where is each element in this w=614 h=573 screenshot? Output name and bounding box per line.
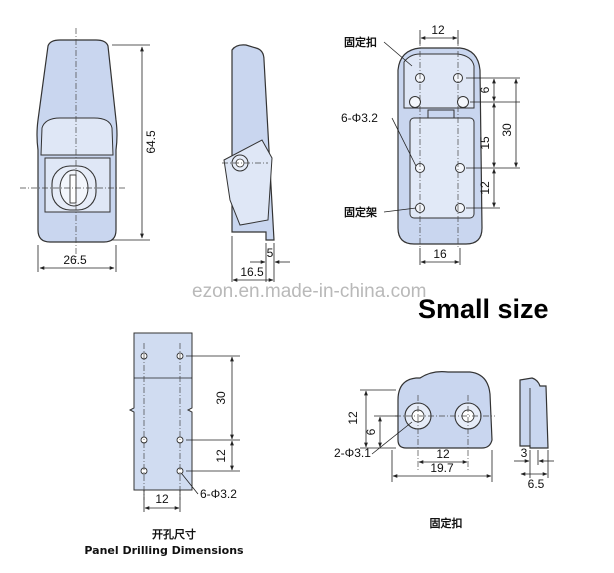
panel-drilling-drawing: 30 12 12 6-Φ3.2 开孔尺寸 Panel Drilling Dime… [84,332,244,557]
label-fixed-frame: 固定架 [344,205,377,219]
size-label: Small size [418,294,549,324]
buckle-dim-19-7: 19.7 [430,461,454,475]
back-dim-15: 15 [478,136,492,150]
back-view: 12 16 6 15 30 12 固定扣 6-Φ3.2 固定架 [341,23,520,265]
back-dim-30: 30 [500,123,514,137]
back-dim-top-12: 12 [431,23,445,37]
buckle-side-dim-6-5: 6.5 [528,477,545,491]
side-dim-5: 5 [267,246,274,260]
watermark: ezon.en.made-in-china.com [192,281,426,302]
drill-hole-callout: 6-Φ3.2 [200,487,237,501]
front-height-label: 64.5 [144,130,158,154]
drill-dim-30: 30 [214,391,228,405]
label-fixed-buckle: 固定扣 [344,35,377,49]
back-dim-6: 6 [478,86,492,93]
front-view: 64.5 26.5 [20,28,158,272]
drill-title-en: Panel Drilling Dimensions [84,544,244,557]
drill-title-cn: 开孔尺寸 [152,527,196,541]
fixed-buckle-drawing: 12 6 2-Φ3.1 12 19.7 3 6.5 固定扣 [334,371,554,530]
drill-dim-12-horizontal: 12 [155,492,169,506]
front-width-label: 26.5 [63,253,87,267]
buckle-dim-12-horizontal: 12 [436,447,450,461]
drill-dim-12-vertical: 12 [214,449,228,463]
buckle-title-cn: 固定扣 [430,516,463,530]
buckle-dim-6: 6 [364,428,378,435]
back-hole-callout: 6-Φ3.2 [341,111,378,125]
back-dim-12-right: 12 [478,181,492,195]
buckle-dim-12-vertical: 12 [346,411,360,425]
side-dim-16-5: 16.5 [240,265,264,279]
side-view: 5 16.5 [222,44,290,282]
buckle-hole-callout: 2-Φ3.1 [334,446,371,460]
buckle-side-dim-3: 3 [521,446,528,460]
back-dim-bottom-16: 16 [433,247,447,261]
